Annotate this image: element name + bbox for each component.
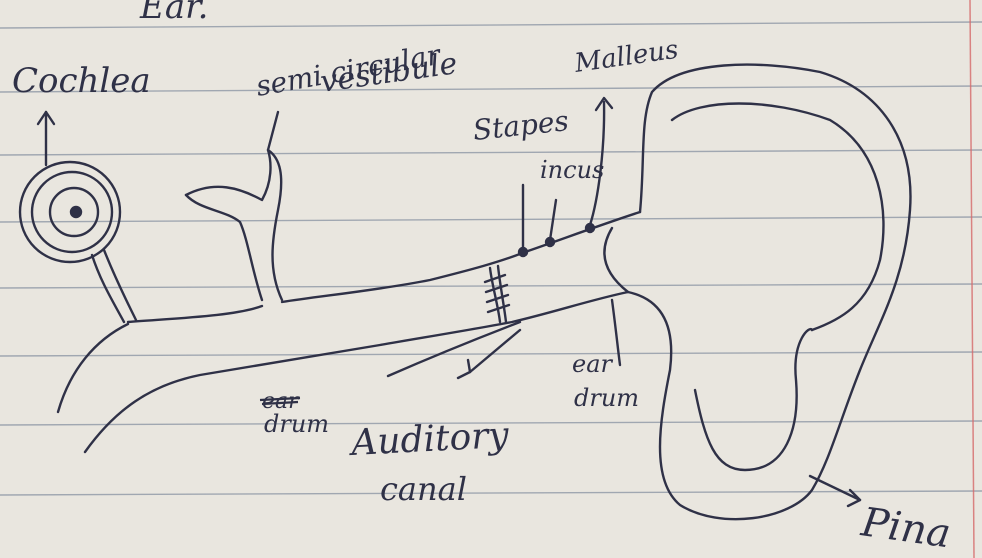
pina-label: Pina: [858, 499, 954, 557]
cochlea-label: Cochlea: [12, 61, 151, 101]
incus-label: incus: [540, 156, 604, 184]
vestibule-drawing: [186, 112, 282, 300]
ear-drum-label-line1: ear: [572, 350, 614, 378]
auditory-canal-label-line1: Auditory: [347, 415, 510, 464]
heading-fragment: Ear.: [139, 0, 208, 27]
stapes-label: Stapes: [471, 104, 570, 147]
auditory-canal-label-line2: canal: [380, 470, 467, 508]
pinna-drawing: [604, 65, 910, 520]
canal-drawing: [58, 212, 640, 452]
ear-drum-label-line2: drum: [574, 384, 639, 412]
margin-line: [970, 0, 974, 558]
drum-label: drum: [264, 410, 329, 438]
malleus-label: Malleus: [572, 35, 680, 79]
cochlea-drawing: [20, 112, 136, 322]
